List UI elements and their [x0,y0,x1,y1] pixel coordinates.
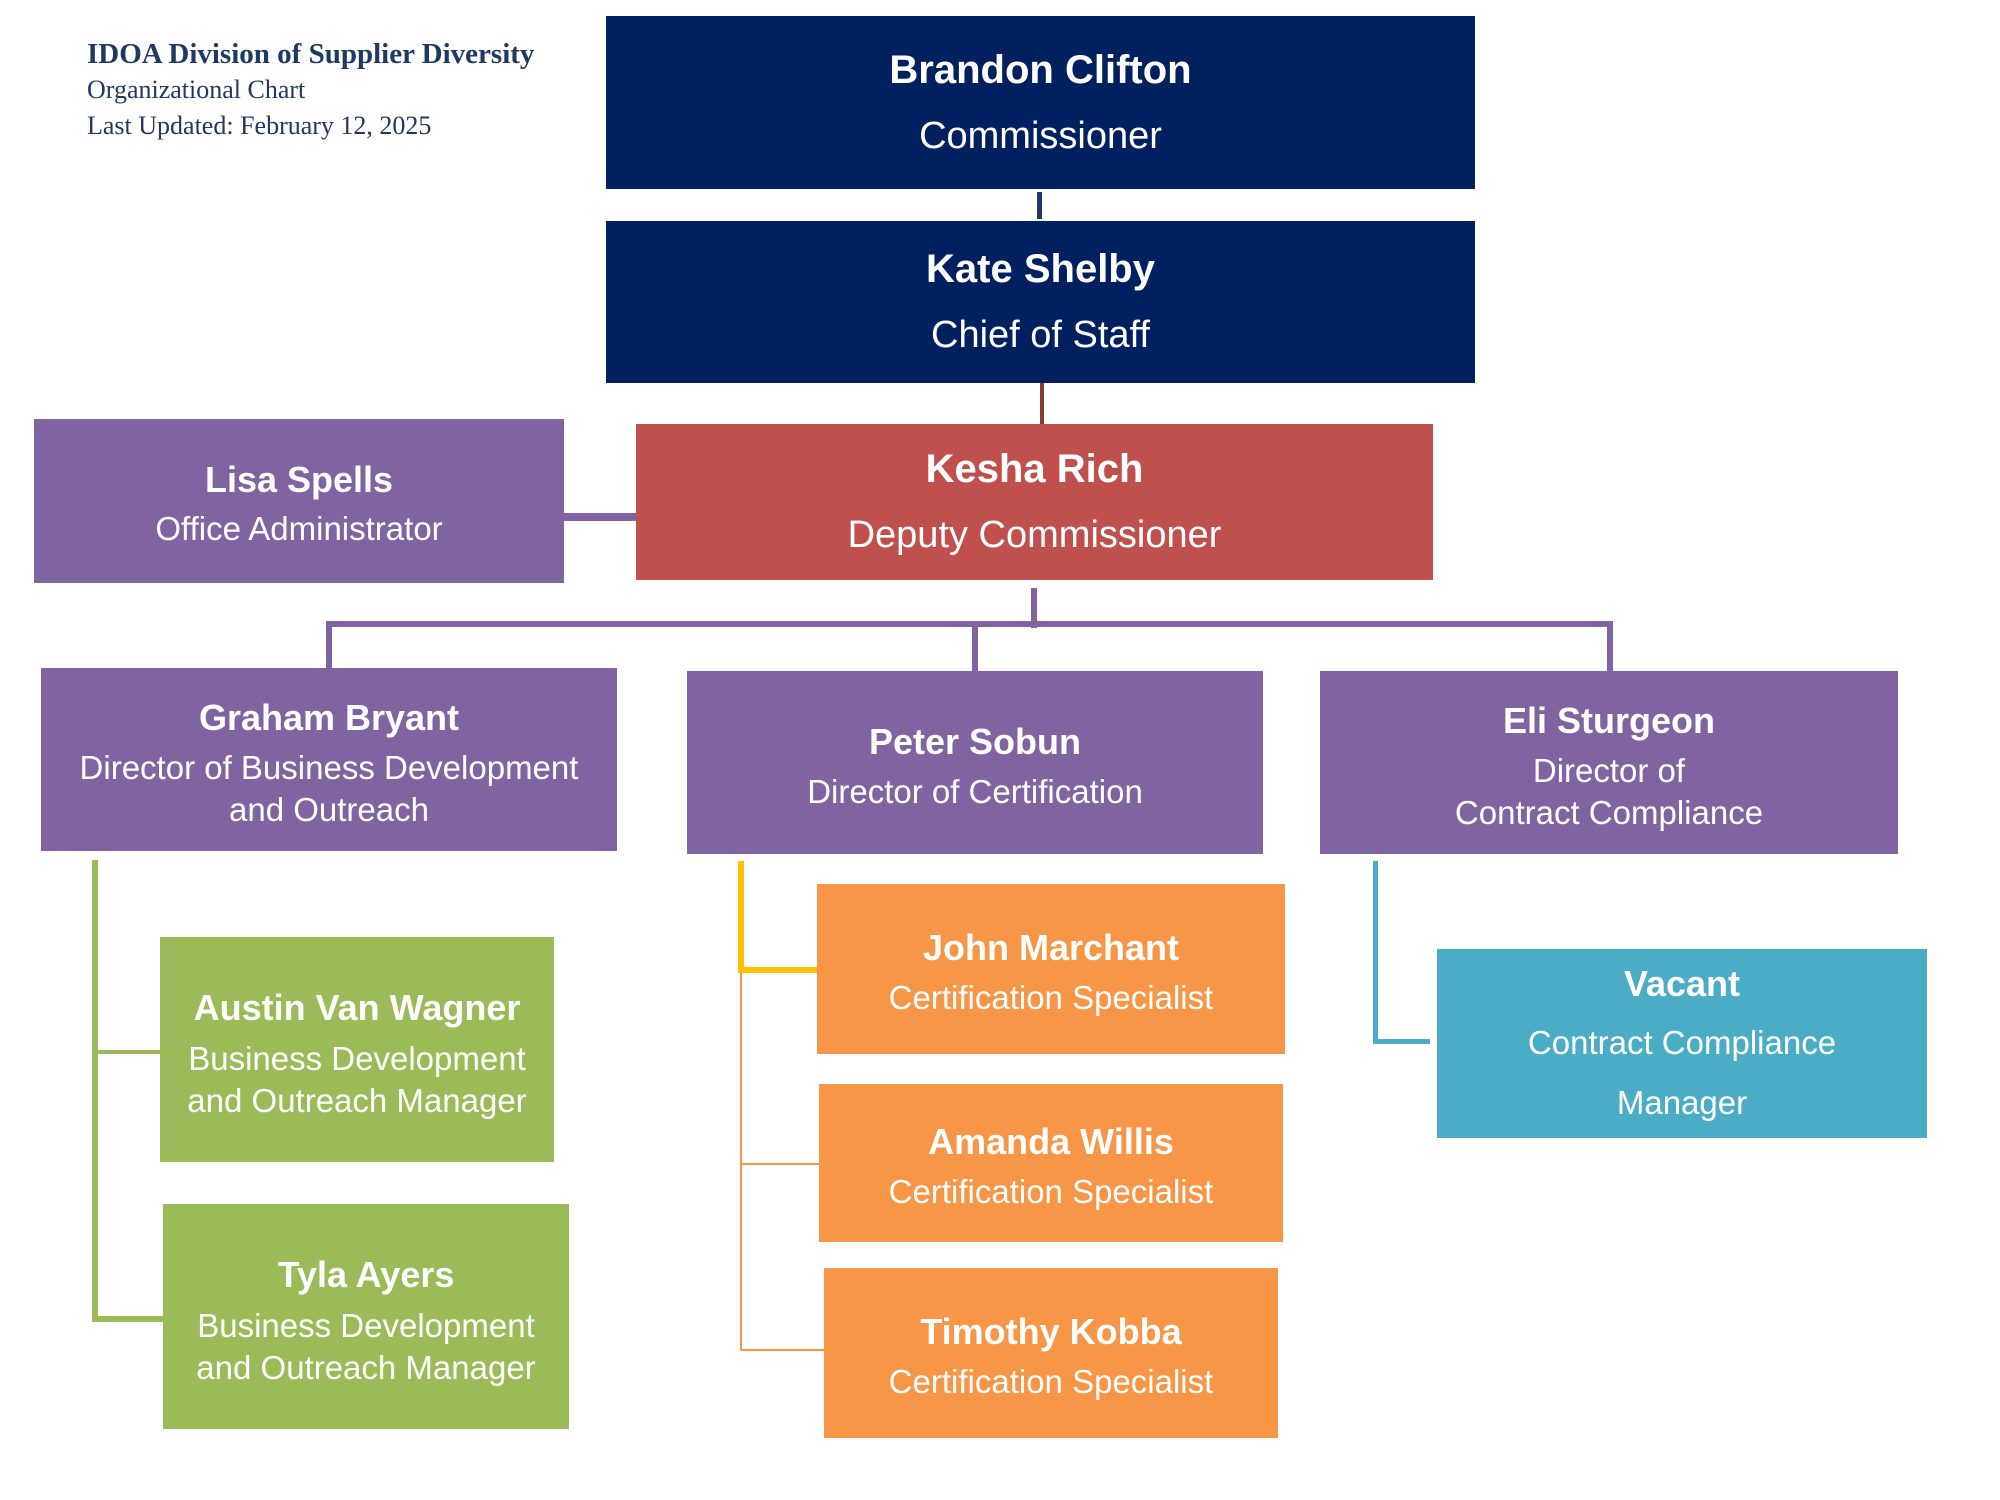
connector-cert-2 [740,1163,819,1165]
node-title: Director of Certification [807,772,1143,810]
node-deputy-commissioner: Kesha Rich Deputy Commissioner [636,424,1433,580]
connector-compliance-vertical [1373,861,1378,1044]
connector-directors-bar [326,621,1613,627]
node-title: Chief of Staff [931,314,1150,356]
connector-to-eli [1607,621,1613,671]
node-director-business-development: Graham Bryant Director of Business Devel… [41,668,617,851]
node-certification-specialist-3: Timothy Kobba Certification Specialist [824,1268,1278,1438]
node-name: Brandon Clifton [889,47,1192,92]
connector-chief-deputy [1040,383,1044,424]
node-certification-specialist-1: John Marchant Certification Specialist [817,884,1285,1054]
node-name: Eli Sturgeon [1502,699,1715,741]
node-title: Director of Contract Compliance [1454,751,1764,831]
node-name: John Marchant [922,927,1180,968]
connector-cert-3 [740,1349,824,1351]
node-bizdev-manager-1: Austin Van Wagner Business Development a… [160,937,554,1162]
node-title: Certification Specialist [888,1173,1214,1210]
node-commissioner: Brandon Clifton Commissioner [606,16,1475,189]
node-name: Vacant [1623,962,1741,1004]
node-title: Contract Compliance Manager [1527,1023,1837,1121]
node-director-contract-compliance: Eli Sturgeon Director of Contract Compli… [1320,671,1898,854]
org-name: IDOA Division of Supplier Diversity [87,38,535,70]
node-director-certification: Peter Sobun Director of Certification [687,671,1263,854]
node-title: Certification Specialist [888,1363,1214,1400]
node-name: Timothy Kobba [920,1311,1182,1352]
node-name: Peter Sobun [868,720,1082,762]
node-title: Director of Business Development and Out… [79,748,579,828]
connector-cert-vertical-gold [738,861,744,973]
connector-commissioner-chief [1037,192,1042,219]
connector-to-graham [326,621,332,668]
node-title: Certification Specialist [888,979,1214,1016]
node-title: Commissioner [919,114,1162,157]
chart-header: IDOA Division of Supplier Diversity Orga… [87,36,534,144]
node-certification-specialist-2: Amanda Willis Certification Specialist [819,1084,1283,1242]
connector-bizdev-1 [92,1050,160,1054]
connector-bizdev-2 [92,1316,163,1322]
node-title: Deputy Commissioner [847,514,1222,556]
connector-compliance-1 [1373,1039,1430,1044]
node-name: Kate Shelby [926,247,1155,291]
connector-to-peter [972,621,978,671]
node-name: Graham Bryant [198,696,460,738]
node-office-administrator: Lisa Spells Office Administrator [34,419,564,583]
document-title: Organizational Chart [87,75,306,104]
node-name: Lisa Spells [204,459,394,500]
node-name: Kesha Rich [925,447,1144,491]
connector-cert-vertical [740,973,742,1351]
connector-deputy-down [1031,588,1037,628]
node-name: Austin Van Wagner [193,986,521,1028]
node-name: Amanda Willis [928,1121,1174,1162]
node-chief-of-staff: Kate Shelby Chief of Staff [606,221,1475,383]
node-bizdev-manager-2: Tyla Ayers Business Development and Outr… [163,1204,569,1429]
connector-admin-deputy [564,513,638,521]
node-title: Office Administrator [155,510,443,547]
node-name: Tyla Ayers [277,1253,455,1295]
connector-bizdev-vertical [92,860,98,1322]
node-title: Business Development and Outreach Manage… [196,1306,536,1386]
connector-cert-1 [738,967,817,973]
node-contract-compliance-manager: Vacant Contract Compliance Manager [1437,949,1927,1138]
node-title: Business Development and Outreach Manage… [187,1039,527,1119]
last-updated: Last Updated: February 12, 2025 [87,111,432,140]
